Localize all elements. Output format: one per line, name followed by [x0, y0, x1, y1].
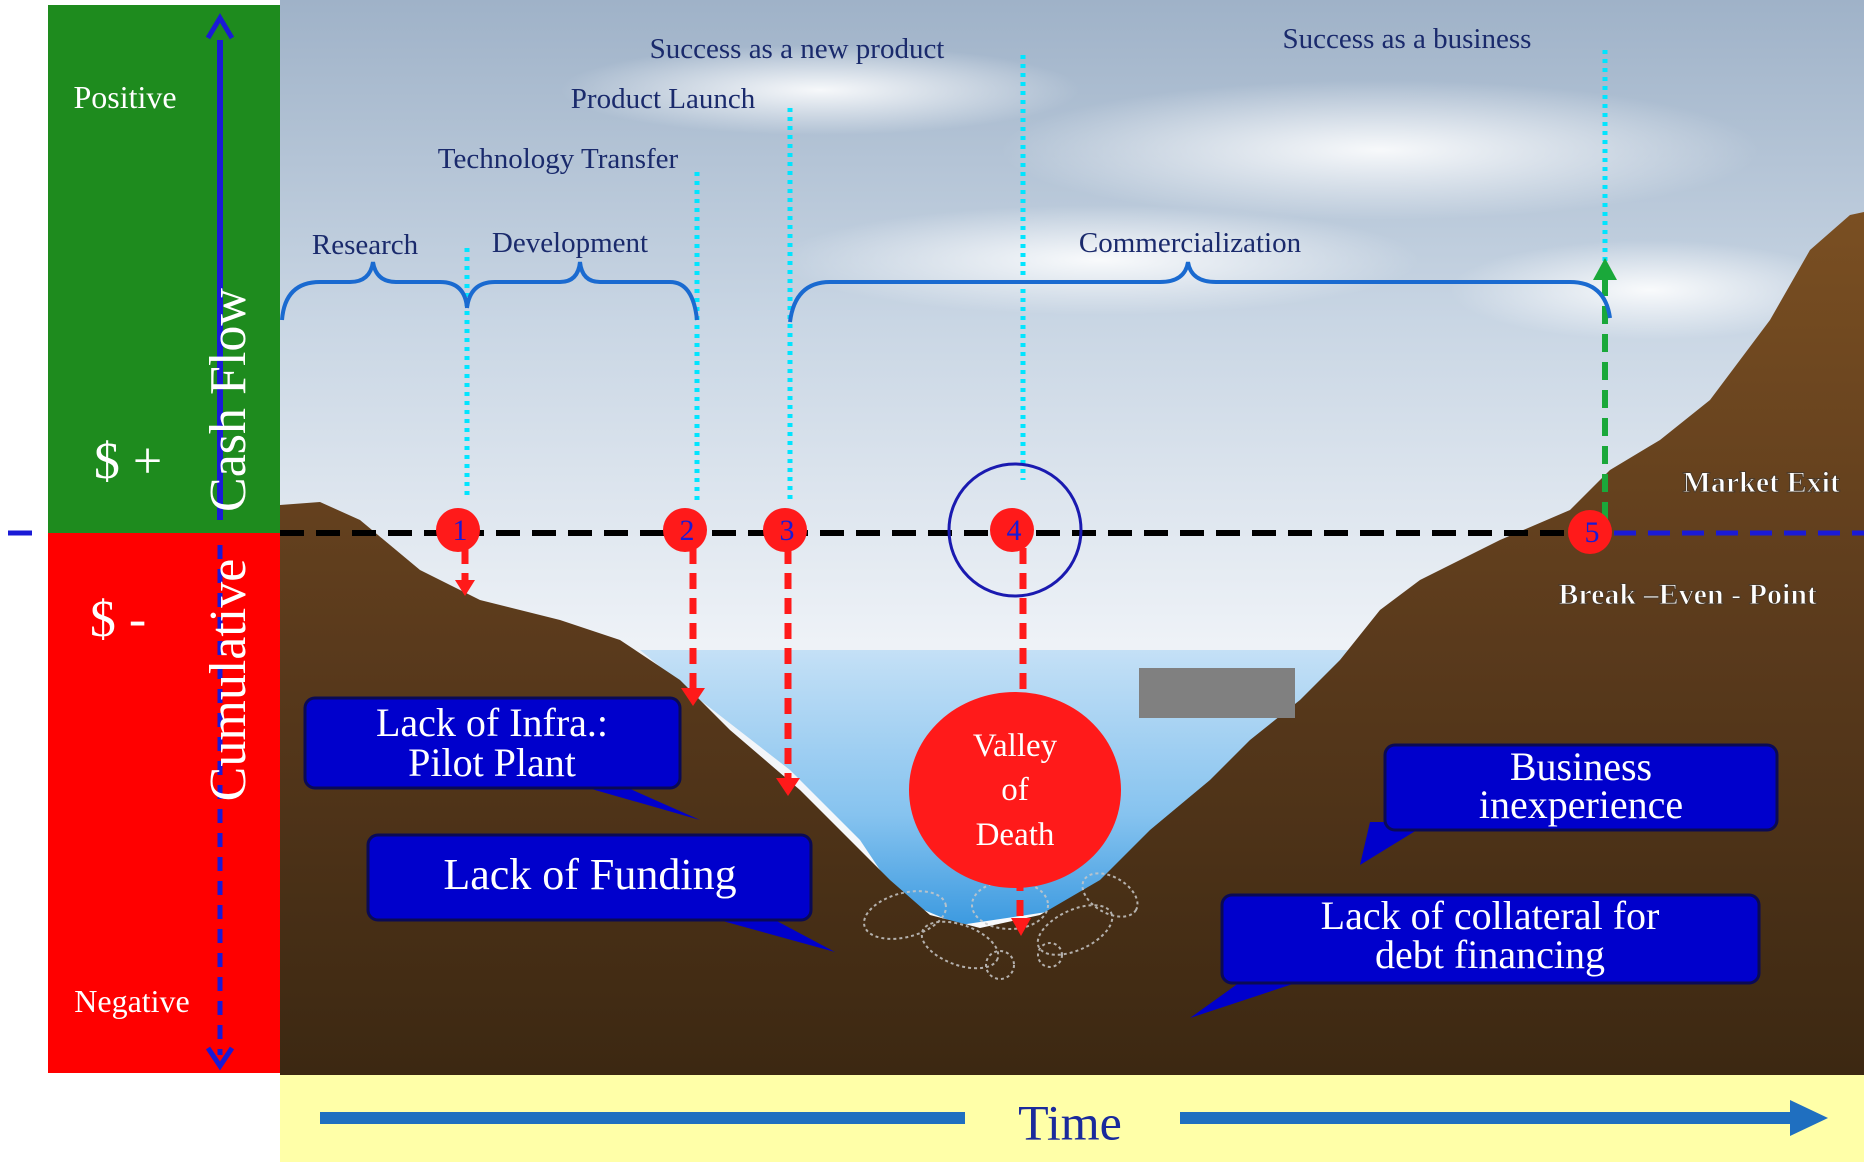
callout-funding: Lack of Funding — [366, 833, 835, 952]
research-label: Research — [312, 229, 419, 261]
cashflow-arrowhead-up — [205, 13, 235, 40]
phase-brackets — [280, 261, 1612, 323]
point-3: 3 — [763, 508, 807, 552]
cumulative-label: Cumulative — [200, 559, 257, 802]
positive-panel — [48, 5, 280, 533]
callout-collateral-line2: debt financing — [1375, 932, 1605, 977]
break-even-label: Break –Even - Point — [1558, 578, 1817, 611]
cloud — [1450, 240, 1850, 340]
development-label: Development — [492, 227, 648, 259]
point-2-number: 2 — [680, 514, 695, 547]
positive-label: Positive — [73, 79, 176, 115]
point-1: 1 — [436, 508, 480, 552]
business-success-arrowhead — [1593, 258, 1617, 280]
grey-box — [1139, 668, 1295, 718]
valley-text-line3: Death — [976, 817, 1055, 853]
callout-infra: Lack of Infra.: Pilot Plant — [303, 696, 700, 820]
success-business-label: Success as a business — [1283, 23, 1532, 55]
technology-transfer-label: Technology Transfer — [438, 143, 679, 175]
cashflow-arrowhead-down — [205, 1046, 235, 1071]
time-arrowhead — [1790, 1100, 1828, 1136]
point-4: 4 — [990, 508, 1034, 552]
point-1-number: 1 — [453, 514, 468, 547]
callout-funding-text: Lack of Funding — [443, 850, 736, 899]
dollar-plus-label: $ + — [94, 433, 162, 490]
callout-collateral-line1: Lack of collateral for — [1321, 893, 1660, 938]
valley-text-line1: Valley — [973, 728, 1058, 764]
product-launch-label: Product Launch — [571, 83, 756, 115]
negative-label: Negative — [74, 983, 190, 1019]
callout-business-line1: Business — [1510, 744, 1652, 789]
callout-infra-line2: Pilot Plant — [408, 740, 576, 785]
point-3-number: 3 — [780, 514, 795, 547]
callout-business-line2: inexperience — [1479, 782, 1683, 827]
point-5-number: 5 — [1585, 516, 1600, 549]
drop-arrowheads — [455, 580, 1031, 936]
cloud — [560, 45, 1080, 135]
commercialization-label: Commercialization — [1079, 227, 1302, 259]
dollar-minus-label: $ - — [90, 591, 146, 648]
cloud — [1000, 80, 1760, 220]
market-exit-label: Market Exit — [1683, 466, 1840, 499]
time-label: Time — [1018, 1094, 1122, 1150]
valley-of-death-bubble — [909, 692, 1121, 888]
success-product-label: Success as a new product — [650, 33, 945, 65]
point-4-highlight-ring — [947, 462, 1083, 598]
point-5: 5 — [1568, 510, 1612, 554]
cash-flow-label: Cash Flow — [200, 288, 257, 512]
valley-text-line2: of — [1001, 772, 1029, 808]
callout-infra-line1: Lack of Infra.: — [376, 700, 608, 745]
negative-panel — [48, 533, 280, 1073]
callout-business: Business inexperience — [1360, 743, 1779, 865]
milestone-lines — [464, 50, 1608, 500]
point-4-number: 4 — [1007, 514, 1022, 547]
cloud — [780, 205, 1420, 315]
callout-collateral: Lack of collateral for debt financing — [1190, 893, 1761, 1018]
point-2: 2 — [663, 508, 707, 552]
sunken-ideas-sketch — [863, 872, 1139, 980]
